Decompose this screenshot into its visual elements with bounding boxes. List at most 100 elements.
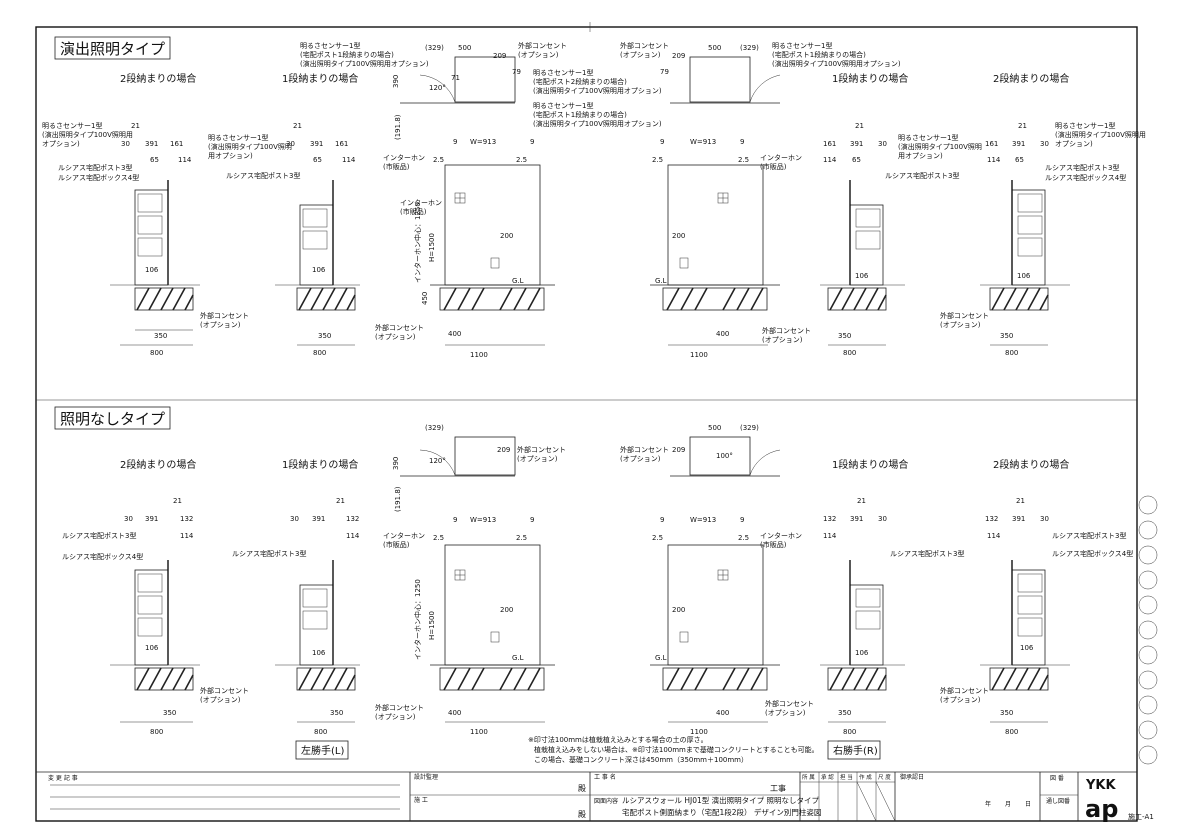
svg-text:(宅配ポスト1段納まりの場合): (宅配ポスト1段納まりの場合) [300,50,394,59]
svg-text:(宅配ポスト1段納まりの場合): (宅配ポスト1段納まりの場合) [772,50,866,59]
svg-text:G.L: G.L [512,277,524,285]
svg-text:(市販品): (市販品) [400,207,427,216]
svg-text:132: 132 [346,515,359,523]
svg-text:209: 209 [493,52,506,60]
heading-two-tier-4: 2段納まりの場合 [993,458,1069,471]
svg-text:承 認: 承 認 [821,773,834,781]
svg-text:明るさセンサー1型: 明るさセンサー1型 [533,68,593,77]
svg-text:W=913: W=913 [470,516,496,524]
svg-text:2.5: 2.5 [516,534,527,542]
svg-text:G.L: G.L [655,654,667,662]
svg-text:W=913: W=913 [470,138,496,146]
svg-text:インターホン: インターホン [383,531,425,540]
svg-text:作 成: 作 成 [859,773,872,781]
svg-text:(オプション): (オプション) [620,455,661,463]
svg-text:(オプション): (オプション) [200,696,241,704]
svg-text:外部コンセント: 外部コンセント [620,445,669,454]
svg-text:ルシアス宅配ポスト3型: ルシアス宅配ポスト3型 [1045,163,1119,172]
label-box4-1: ルシアス宅配ボックス4型 [58,173,139,182]
svg-text:ルシアス宅配ポスト3型: ルシアス宅配ポスト3型 [885,171,959,180]
svg-text:30: 30 [121,140,130,148]
svg-text:391: 391 [850,140,863,148]
side-view-lit-two-tier-left: 21 30 391 161 65 114 106 350 800 [110,122,200,357]
svg-text:391: 391 [312,515,325,523]
svg-text:114: 114 [987,532,1001,540]
svg-text:(演出照明タイプ100V照明用オプション): (演出照明タイプ100V照明用オプション) [772,59,901,68]
heading-one-tier-1: 1段納まりの場合 [282,72,358,85]
svg-text:350: 350 [838,332,851,340]
svg-text:(演出照明タイプ100V照明: (演出照明タイプ100V照明 [898,142,982,151]
svg-text:9: 9 [740,138,744,146]
design-supervisor-label: 設計監理 [414,773,438,781]
svg-text:79: 79 [512,68,521,76]
heading-two-tier-1: 2段納まりの場合 [120,72,196,85]
svg-text:30: 30 [878,140,887,148]
serial-no-label: 通し図番 [1046,797,1070,805]
label-post3-2: ルシアス宅配ポスト3型 [226,171,300,180]
heading-two-tier-2: 2段納まりの場合 [993,72,1069,85]
svg-text:106: 106 [1017,272,1031,280]
svg-text:350: 350 [154,332,167,340]
svg-text:30: 30 [290,515,299,523]
svg-text:800: 800 [843,349,856,357]
svg-text:400: 400 [716,330,729,338]
svg-text:年: 年 [985,800,991,808]
svg-text:800: 800 [1005,349,1018,357]
svg-text:担 当: 担 当 [840,773,853,781]
svg-text:(宅配ポスト2段納まりの場合): (宅配ポスト2段納まりの場合) [533,77,627,86]
svg-text:350: 350 [330,709,343,717]
side-view-lit-two-tier-right: 21 161 391 30 114 65 106 350 800 [980,122,1070,357]
svg-text:(オプション): (オプション) [620,51,661,59]
plan-view-unlit-right: 500 (329) 209 100° [670,424,781,477]
svg-text:209: 209 [672,446,685,454]
svg-text:(演出照明タイプ100V照明用オプション): (演出照明タイプ100V照明用オプション) [300,59,429,68]
svg-text:200: 200 [672,232,685,240]
svg-text:(191.8): (191.8) [394,114,402,140]
svg-text:用オプション): 用オプション) [898,152,943,160]
svg-text:500: 500 [708,424,721,432]
svg-text:所 属: 所 属 [802,773,815,781]
svg-text:114: 114 [823,156,837,164]
plan-view-lit-left: (329) 500 209 79 71 120° 390 (191.8) [392,44,521,140]
drawing-name-1: ルシアスウォール HJ01型 演出照明タイプ 照明なしタイプ [622,795,820,805]
heading-one-tier-2: 1段納まりの場合 [832,72,908,85]
svg-text:(オプション): (オプション) [517,455,558,463]
note-2: 植栽植え込みをしない場合は、※印寸法100mmまで基礎コンクリートとすることも可… [534,745,819,754]
svg-text:79: 79 [660,68,669,76]
svg-text:ルシアス宅配ポスト3型: ルシアス宅配ポスト3型 [62,531,136,540]
svg-text:400: 400 [448,709,461,717]
svg-text:30: 30 [1040,515,1049,523]
svg-text:391: 391 [850,515,863,523]
svg-text:400: 400 [716,709,729,717]
side-view-unlit-two-tier-right: 21 132 391 30 114 106 350 800 [980,497,1070,736]
svg-text:391: 391 [310,140,323,148]
svg-text:インターホン中心：1250: インターホン中心：1250 [413,579,422,660]
svg-text:外部コンセント: 外部コンセント [940,686,989,695]
svg-text:114: 114 [823,532,837,540]
change-log-label: 変 更 記 事 [48,774,78,782]
heading-one-tier-3: 1段納まりの場合 [282,458,358,471]
svg-text:明るさセンサー1型: 明るさセンサー1型 [300,41,360,50]
svg-text:350: 350 [163,709,176,717]
label-outlet-1: 外部コンセント [200,311,249,320]
drawing-content-label: 図面内容 [594,797,618,805]
svg-text:30: 30 [286,140,295,148]
svg-text:インターホン: インターホン [383,153,425,162]
label-sensor-1: 明るさセンサー1型 [42,121,102,130]
side-view-unlit-two-tier-left: 21 30 391 132 114 106 350 800 [110,497,200,736]
svg-text:391: 391 [1012,140,1025,148]
brand-logo-bottom: ap [1085,795,1118,823]
svg-text:9: 9 [530,138,534,146]
svg-text:114: 114 [987,156,1001,164]
svg-text:161: 161 [335,140,348,148]
svg-text:106: 106 [312,649,326,657]
svg-text:1100: 1100 [470,351,488,359]
svg-text:120°: 120° [429,457,446,465]
svg-text:132: 132 [180,515,193,523]
svg-text:100°: 100° [716,452,733,460]
svg-text:350: 350 [318,332,331,340]
svg-text:106: 106 [855,649,869,657]
side-view-unlit-one-tier-left: 21 30 391 132 114 106 350 800 [275,497,360,736]
right-hand-label: 右勝手(R) [833,744,878,757]
